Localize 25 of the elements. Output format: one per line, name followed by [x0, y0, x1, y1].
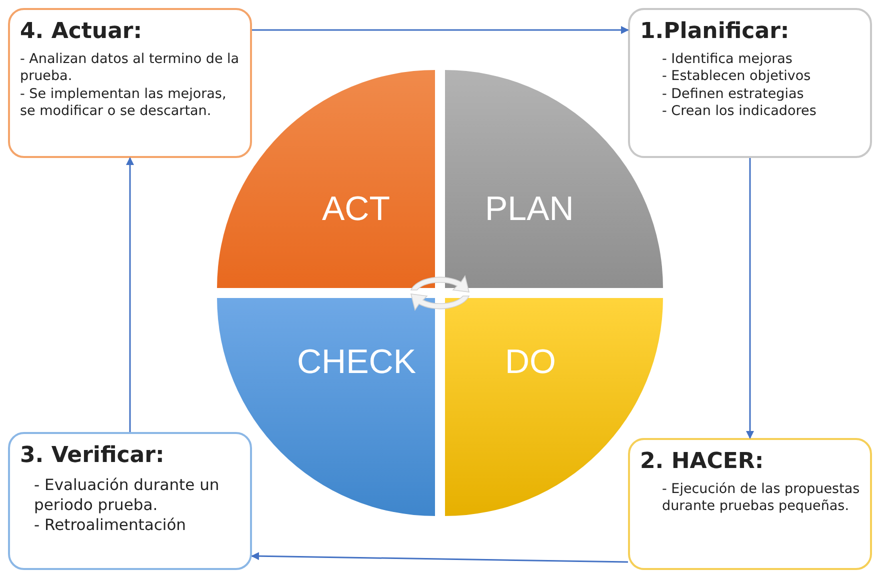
step-description: - Analizan datos al termino de la prueba. [20, 50, 240, 86]
step-heading: 3. Verificar: [20, 442, 166, 470]
text-box [8, 432, 252, 570]
step-heading: 4. Actuar: [20, 18, 144, 46]
arrow [746, 158, 754, 439]
arrow [252, 26, 629, 34]
text-box [628, 438, 872, 570]
arrow [126, 157, 134, 432]
text-box [8, 8, 252, 158]
text-box [628, 8, 872, 158]
quadrant-label: CHECK [297, 343, 416, 382]
quadrant-label: PLAN [485, 190, 574, 229]
step-description: - Identifica mejoras [662, 50, 794, 68]
step-description: - Establecen objetivos [662, 68, 812, 86]
quadrant-label: ACT [322, 190, 390, 229]
step-heading: 2. HACER: [640, 448, 765, 476]
step-description: - Ejecución de las propuestas durante pruebas pequeñas. [662, 480, 860, 516]
step-description: - Crean los indicadores [662, 103, 818, 121]
quadrant-label: DO [505, 343, 556, 382]
step-description: - Retroalimentación [34, 514, 188, 536]
step-description: - Evaluación durante un periodo prueba. [34, 474, 220, 515]
step-description: - Se implementan las mejoras, se modificar o se descartan. [20, 86, 228, 121]
step-description: - Definen estrategias [662, 86, 805, 104]
arrow [251, 552, 628, 563]
step-heading: 1.Planificar: [640, 18, 790, 46]
